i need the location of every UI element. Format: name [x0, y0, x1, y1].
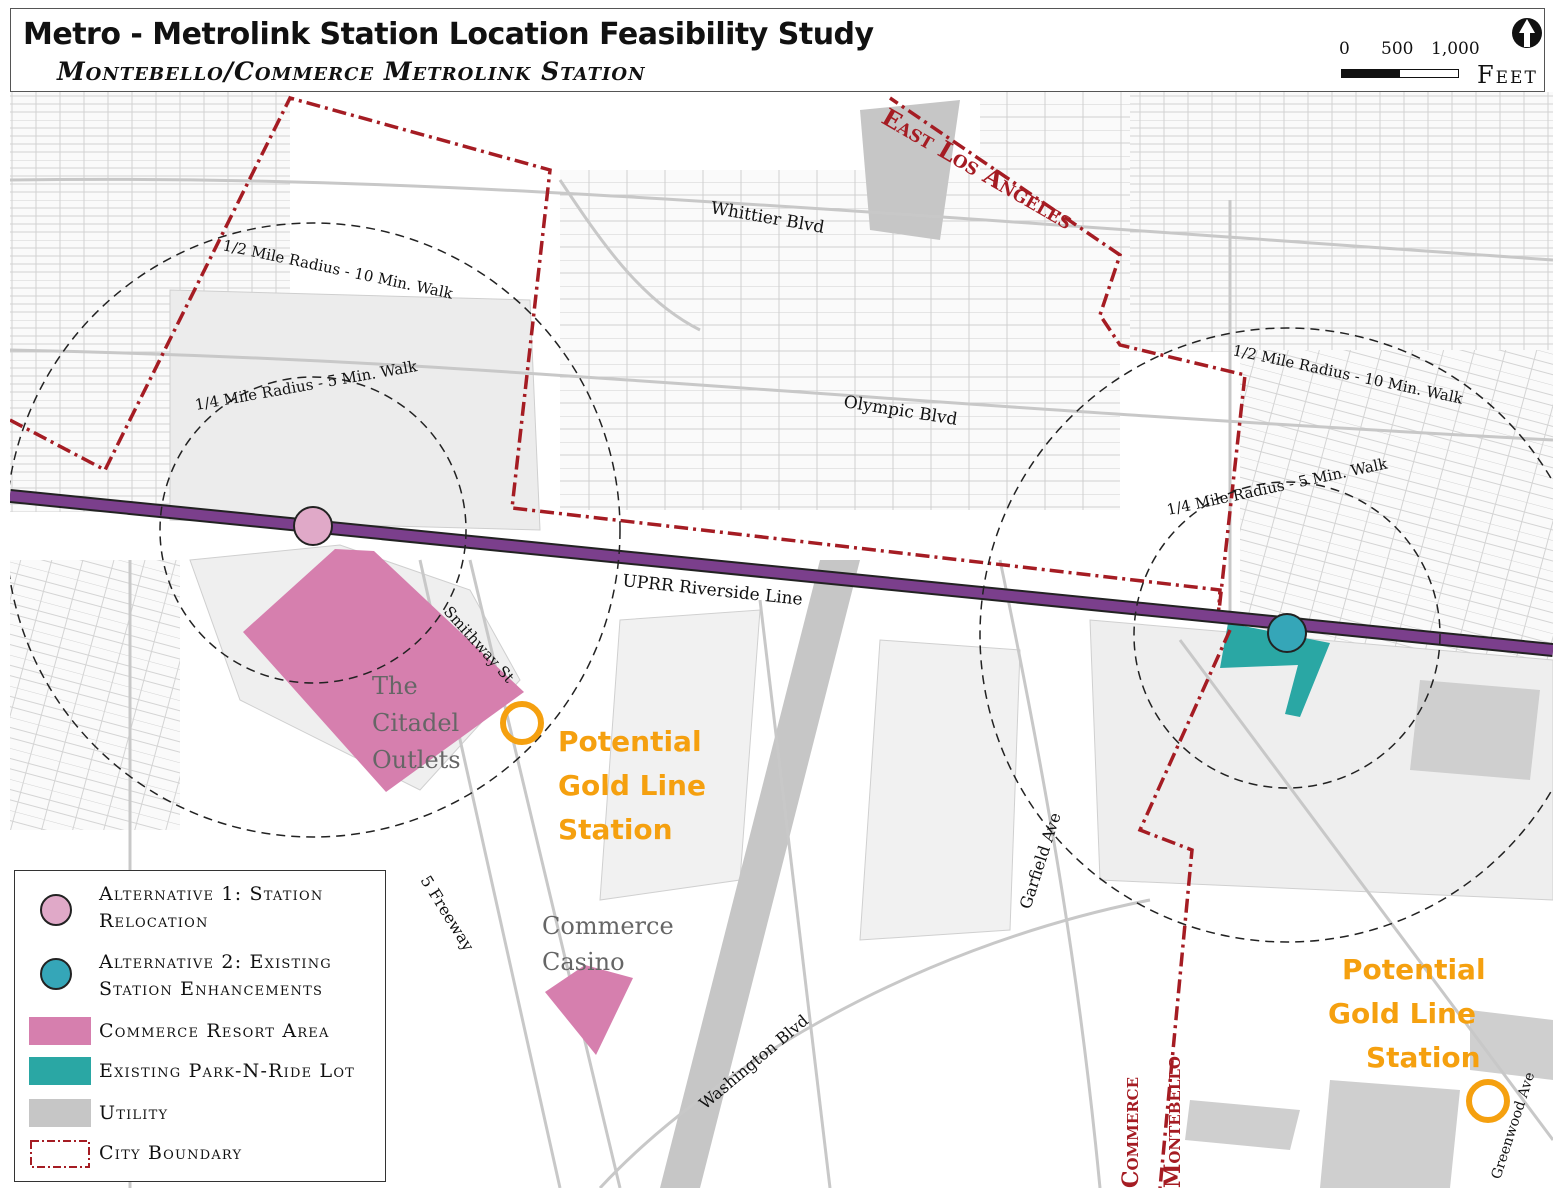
resort-area-legend-swatch — [29, 1017, 91, 1045]
gold-line-label-2-line3: Station — [1366, 1041, 1481, 1074]
scale-bar — [1341, 69, 1459, 78]
legend-item-utility: Utility — [15, 1099, 385, 1133]
legend-item-city-boundary: City Boundary — [15, 1139, 385, 1173]
casino-label-line2: Casino — [542, 948, 625, 976]
gold-line-label-1-line3: Station — [558, 813, 673, 846]
citadel-label-line3: Outlets — [372, 746, 461, 774]
commerce-resort-area — [243, 549, 524, 792]
scale-tick-500: 500 — [1381, 39, 1414, 59]
montebello-boundary-label: Montebello — [1160, 1056, 1186, 1188]
park-n-ride-legend-swatch — [29, 1057, 91, 1085]
city-boundary-legend-swatch — [30, 1140, 90, 1168]
legend-item-alternative-1: Alternative 1: Station Relocation — [15, 879, 385, 939]
citadel-label-line2: Citadel — [372, 709, 459, 737]
gold-line-label-2-line2: Gold Line — [1328, 997, 1476, 1030]
alternative-1-station-marker[interactable] — [293, 506, 333, 546]
legend-label-alt2-line2: Station Enhancements — [99, 978, 324, 1000]
legend-item-resort-area: Commerce Resort Area — [15, 1017, 385, 1051]
alternative-2-station-marker[interactable] — [1267, 613, 1307, 653]
gold-line-label-1-line2: Gold Line — [558, 769, 706, 802]
gold-line-label-2-line1: Potential — [1342, 953, 1486, 986]
basemap — [10, 92, 1553, 1188]
legend-item-park-n-ride: Existing Park-N-Ride Lot — [15, 1057, 385, 1091]
legend-label-alt1-line2: Relocation — [99, 910, 209, 932]
alternative-1-legend-icon — [40, 894, 72, 926]
scale-tick-0: 0 — [1339, 39, 1350, 59]
scale-tick-1000: 1,000 — [1431, 39, 1480, 59]
legend-label-utility: Utility — [99, 1102, 169, 1124]
north-arrow-icon — [1512, 18, 1542, 48]
scale-unit: Feet — [1477, 61, 1538, 89]
gold-line-station-marker-1[interactable] — [500, 701, 544, 745]
legend-label-alt1-line1: Alternative 1: Station — [99, 883, 324, 905]
citadel-label-line1: The — [372, 672, 418, 700]
legend: Alternative 1: Station Relocation Altern… — [14, 870, 386, 1182]
park-n-ride-lot — [1220, 623, 1330, 717]
map-header: Metro - Metrolink Station Location Feasi… — [10, 8, 1545, 92]
map-subtitle: Montebello/Commerce Metrolink Station — [57, 57, 646, 86]
legend-label-alt2-line1: Alternative 2: Existing — [99, 951, 332, 973]
legend-label-resort: Commerce Resort Area — [99, 1020, 330, 1042]
utility-legend-swatch — [29, 1099, 91, 1127]
legend-label-park-n-ride: Existing Park-N-Ride Lot — [99, 1060, 356, 1082]
alternative-2-legend-icon — [40, 958, 72, 990]
casino-label-line1: Commerce — [542, 912, 674, 940]
map-title: Metro - Metrolink Station Location Feasi… — [23, 17, 874, 52]
gold-line-label-1-line1: Potential — [558, 725, 702, 758]
commerce-boundary-label: Commerce — [1118, 1077, 1144, 1188]
gold-line-station-marker-2[interactable] — [1466, 1079, 1510, 1123]
legend-item-alternative-2: Alternative 2: Existing Station Enhancem… — [15, 947, 385, 1007]
legend-label-boundary: City Boundary — [99, 1142, 243, 1164]
